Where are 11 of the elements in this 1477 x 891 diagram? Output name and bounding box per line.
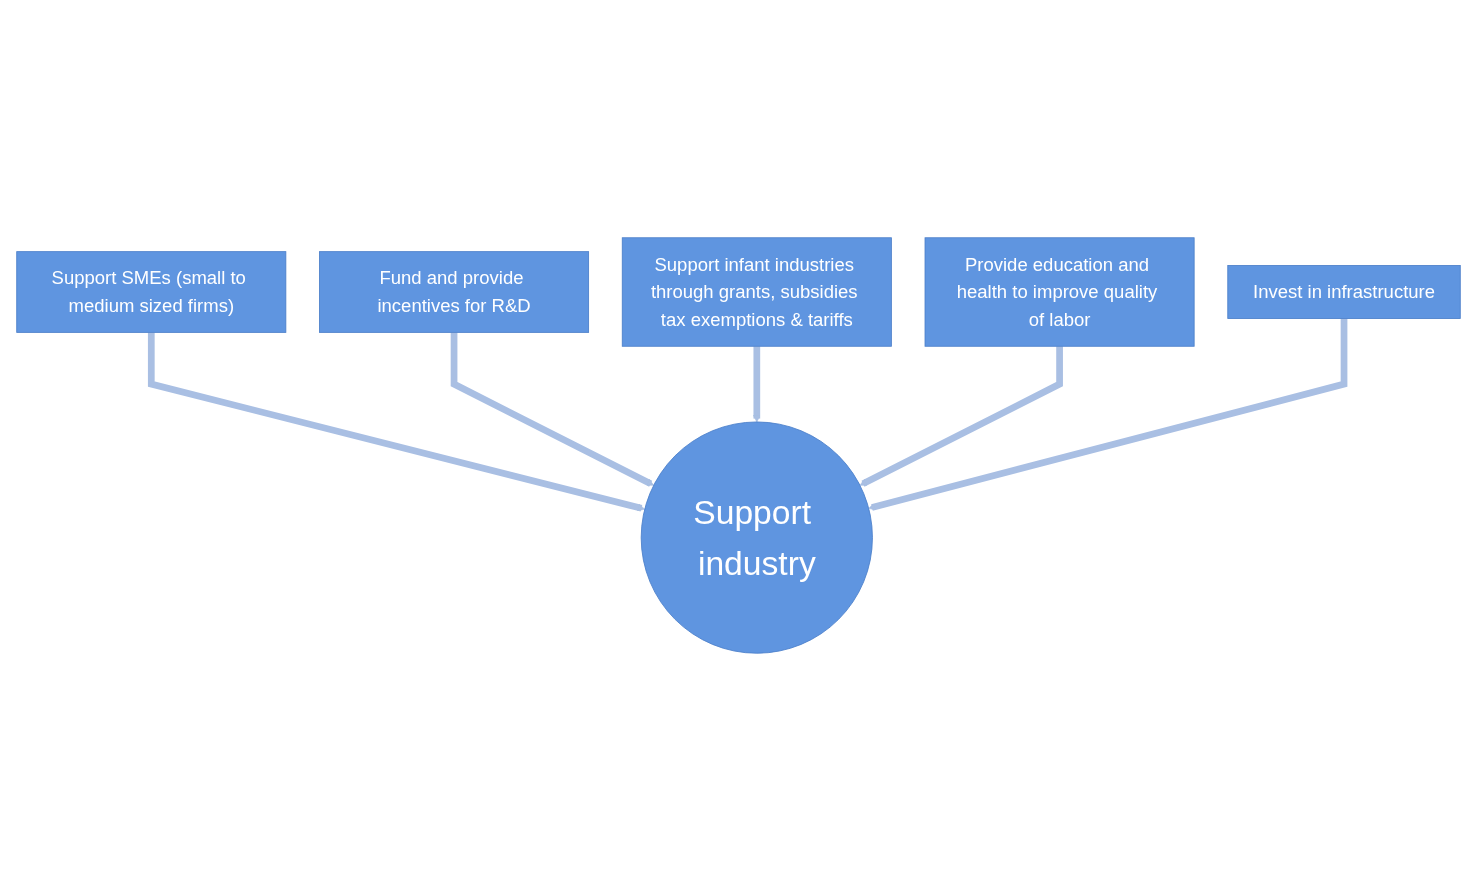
node-box: Fund and provide incentives for R&D: [319, 251, 590, 333]
arrow: [450, 332, 654, 487]
arrow: [147, 332, 646, 512]
arrow: [868, 318, 1348, 511]
node-circle: Support industry: [640, 421, 873, 654]
node-box: Support SMEs (small to medium sized firms): [16, 251, 287, 333]
arrow: [753, 346, 761, 423]
arrow: [859, 346, 1063, 487]
node-box: Invest in infrastructure: [1227, 265, 1461, 319]
node-box: Support infant industries through grants, subsidies tax exemptions & tariffs: [621, 237, 892, 347]
node-box: Provide education and health to improve quality of labor: [924, 237, 1195, 347]
